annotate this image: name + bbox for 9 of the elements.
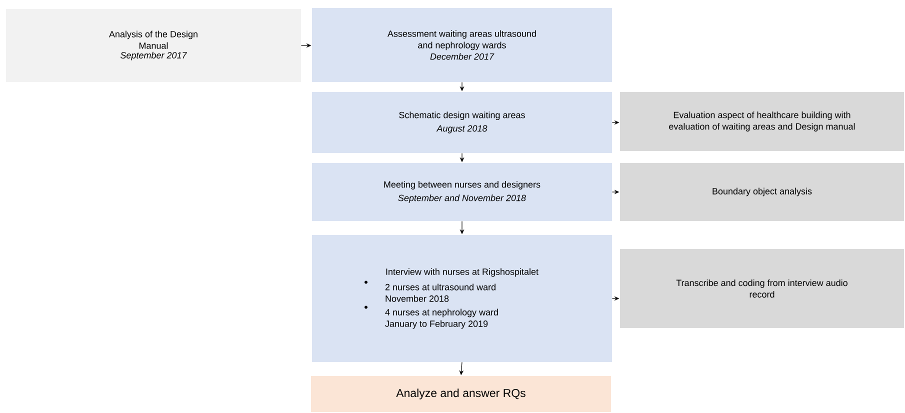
process-box: Transcribe and coding from interview audio record [620, 249, 904, 328]
result-box: Analyze and answer RQs [311, 376, 611, 412]
process-box: Meeting between nurses and designers September and November 2018 [312, 163, 612, 221]
process-box: Evaluation aspect of healthcare building with evaluation of waiting areas and Design manual [620, 92, 904, 151]
process-box: Boundary object analysis [620, 163, 904, 221]
process-box: Assessment waiting areas ultrasound and nephrology wards December 2017 [312, 8, 612, 82]
process-box: Interview with nurses at Rigshospitalet 2 nurses at ultrasound ward November 2018 4 nurses at nephrology ward January to February 2019 [312, 235, 612, 362]
process-box: Analysis of the Design Manual September 2017 [6, 9, 301, 82]
process-box: Schematic design waiting areas August 2018 [312, 92, 612, 153]
